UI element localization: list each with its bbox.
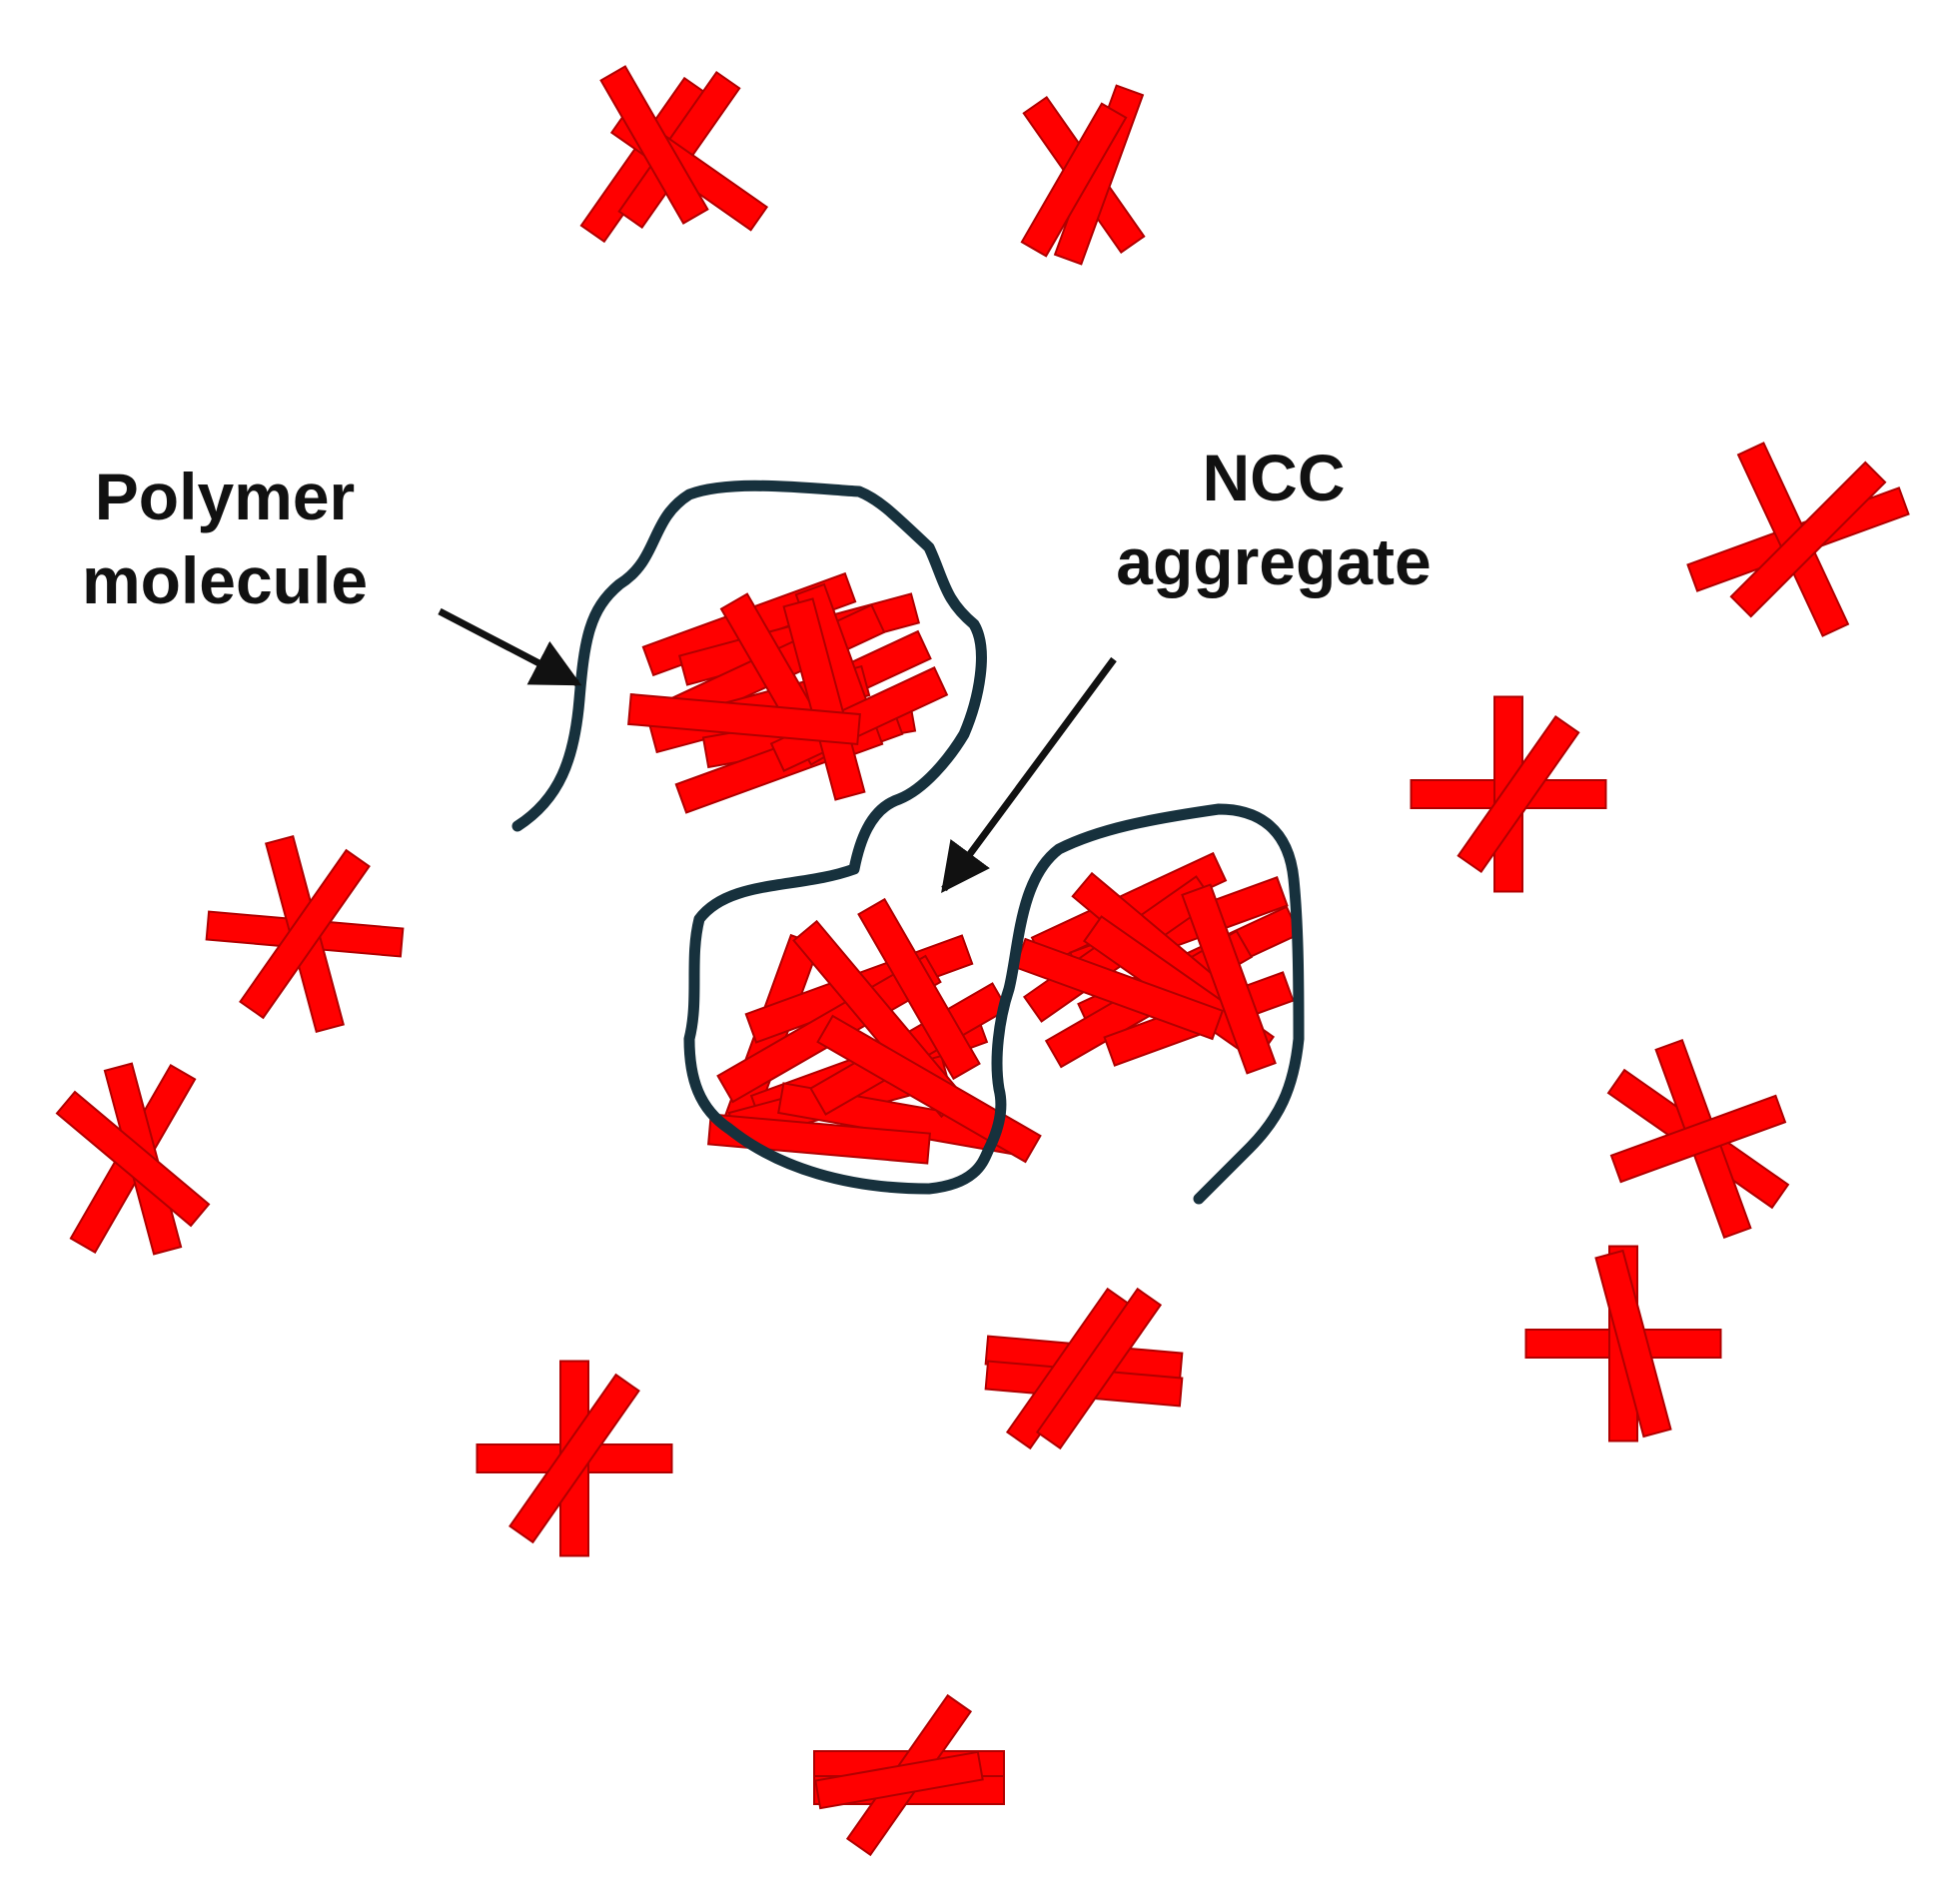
ncc-label-line1: NCC: [1202, 441, 1346, 514]
ncc-rod: [508, 1373, 640, 1544]
ncc-rod: [1729, 461, 1887, 618]
polymer-molecule-label: Polymer molecule: [20, 455, 430, 622]
polymer-label-line2: molecule: [81, 543, 369, 617]
ncc-rod: [1035, 1287, 1163, 1450]
ncc-rod: [1457, 714, 1580, 874]
ncc-label-line2: aggregate: [1116, 524, 1432, 598]
aggregate-ncc-rod: [782, 597, 866, 801]
aggregate-ncc-rod: [627, 692, 861, 746]
polymer-label-line1: Polymer: [94, 460, 356, 533]
ncc-rod: [1020, 102, 1128, 258]
ncc-aggregate-label: NCC aggregate: [1064, 436, 1483, 603]
ncc-rod: [55, 1090, 211, 1228]
aggregate-ncc-rod: [857, 897, 981, 1081]
ncc-rod: [239, 848, 371, 1020]
ncc-rod: [814, 1750, 984, 1810]
aggregate-ncc-rod: [816, 1014, 1042, 1164]
ncc-rod: [1594, 1249, 1672, 1438]
ncc-aggregate-rods: [627, 571, 1301, 1165]
ncc-rod: [599, 65, 709, 225]
aggregate-ncc-rod: [1181, 883, 1277, 1075]
polymer-chain: [511, 479, 1305, 1205]
polymer-label-arrow: [438, 607, 582, 687]
ncc-rod: [1609, 1094, 1787, 1184]
free-ncc-rods: [55, 65, 1910, 1857]
ncc-label-arrow: [941, 656, 1117, 893]
aggregate-ncc-rod: [707, 1113, 931, 1165]
